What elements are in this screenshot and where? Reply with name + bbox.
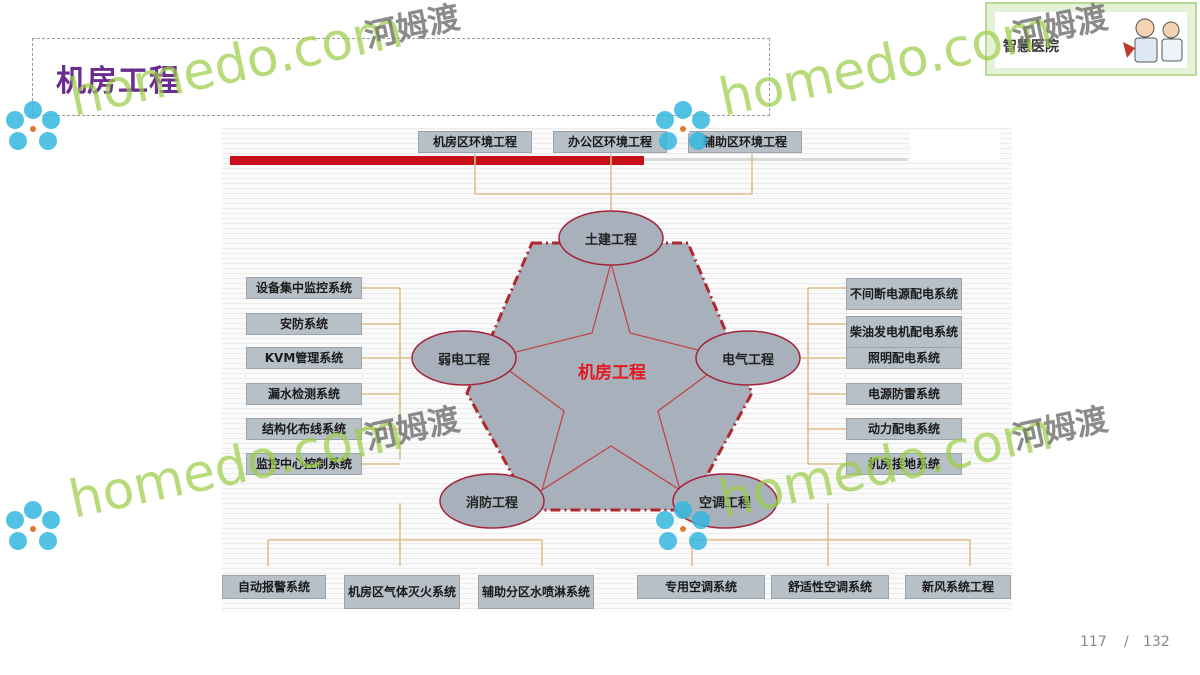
bottom-box-5: 舒适性空调系统	[771, 575, 889, 599]
left-box-4: 漏水检测系统	[246, 383, 362, 405]
node-left: 弱电工程	[437, 352, 490, 368]
node-bottom-left: 消防工程	[465, 495, 518, 511]
left-box-3: KVM管理系统	[246, 347, 362, 369]
title-frame	[32, 38, 770, 116]
right-box-2: 柴油发电机配电系统	[846, 316, 962, 348]
right-box-5: 动力配电系统	[846, 418, 962, 440]
right-box-6: 机房接地系统	[846, 453, 962, 475]
connector-lines	[267, 154, 971, 566]
top-box-2: 办公区环境工程	[553, 131, 667, 153]
page-total: 132	[1143, 634, 1170, 650]
page-title: 机房工程	[56, 64, 180, 99]
left-box-1: 设备集中监控系统	[246, 277, 362, 299]
node-bottom-right: 空调工程	[698, 495, 751, 511]
flower-logo-icon	[6, 501, 60, 550]
logo-text: 智慧医院	[1003, 39, 1059, 55]
page-separator: /	[1124, 634, 1129, 650]
watermark-brand: 河姆渡	[1009, 399, 1112, 458]
bottom-box-6: 新风系统工程	[905, 575, 1011, 599]
node-top: 土建工程	[584, 232, 637, 248]
left-box-2: 安防系统	[246, 313, 362, 335]
left-box-5: 结构化布线系统	[246, 418, 362, 440]
left-box-6: 监控中心控制系统	[246, 453, 362, 475]
diagram-graphic	[267, 154, 971, 566]
right-box-3: 照明配电系统	[846, 347, 962, 369]
page-current: 117	[1080, 634, 1107, 650]
red-bar	[230, 156, 644, 165]
hospital-logo: 智慧医院	[985, 2, 1197, 76]
bottom-box-2: 机房区气体灭火系统	[344, 575, 460, 609]
red-bar-shadow	[644, 158, 908, 161]
hexagon-shape	[465, 241, 754, 512]
bottom-box-1: 自动报警系统	[222, 575, 326, 599]
node-ellipses	[411, 210, 801, 529]
top-box-3: 辅助区环境工程	[688, 131, 802, 153]
right-box-4: 电源防雷系统	[846, 383, 962, 405]
doctor-illustration-icon	[1123, 18, 1183, 63]
diagram-center-label: 机房工程	[578, 363, 646, 383]
top-right-blank	[910, 130, 1000, 160]
bottom-box-4: 专用空调系统	[637, 575, 765, 599]
node-right: 电气工程	[721, 352, 774, 368]
bottom-box-3: 辅助分区水喷淋系统	[478, 575, 594, 609]
logo-image	[995, 12, 1187, 68]
top-box-1: 机房区环境工程	[418, 131, 532, 153]
diagram-panel: 土建工程 弱电工程 电气工程 消防工程 空调工程 机房工程 机房区环境工程 办公…	[222, 128, 1012, 612]
right-box-1: 不间断电源配电系统	[846, 278, 962, 310]
